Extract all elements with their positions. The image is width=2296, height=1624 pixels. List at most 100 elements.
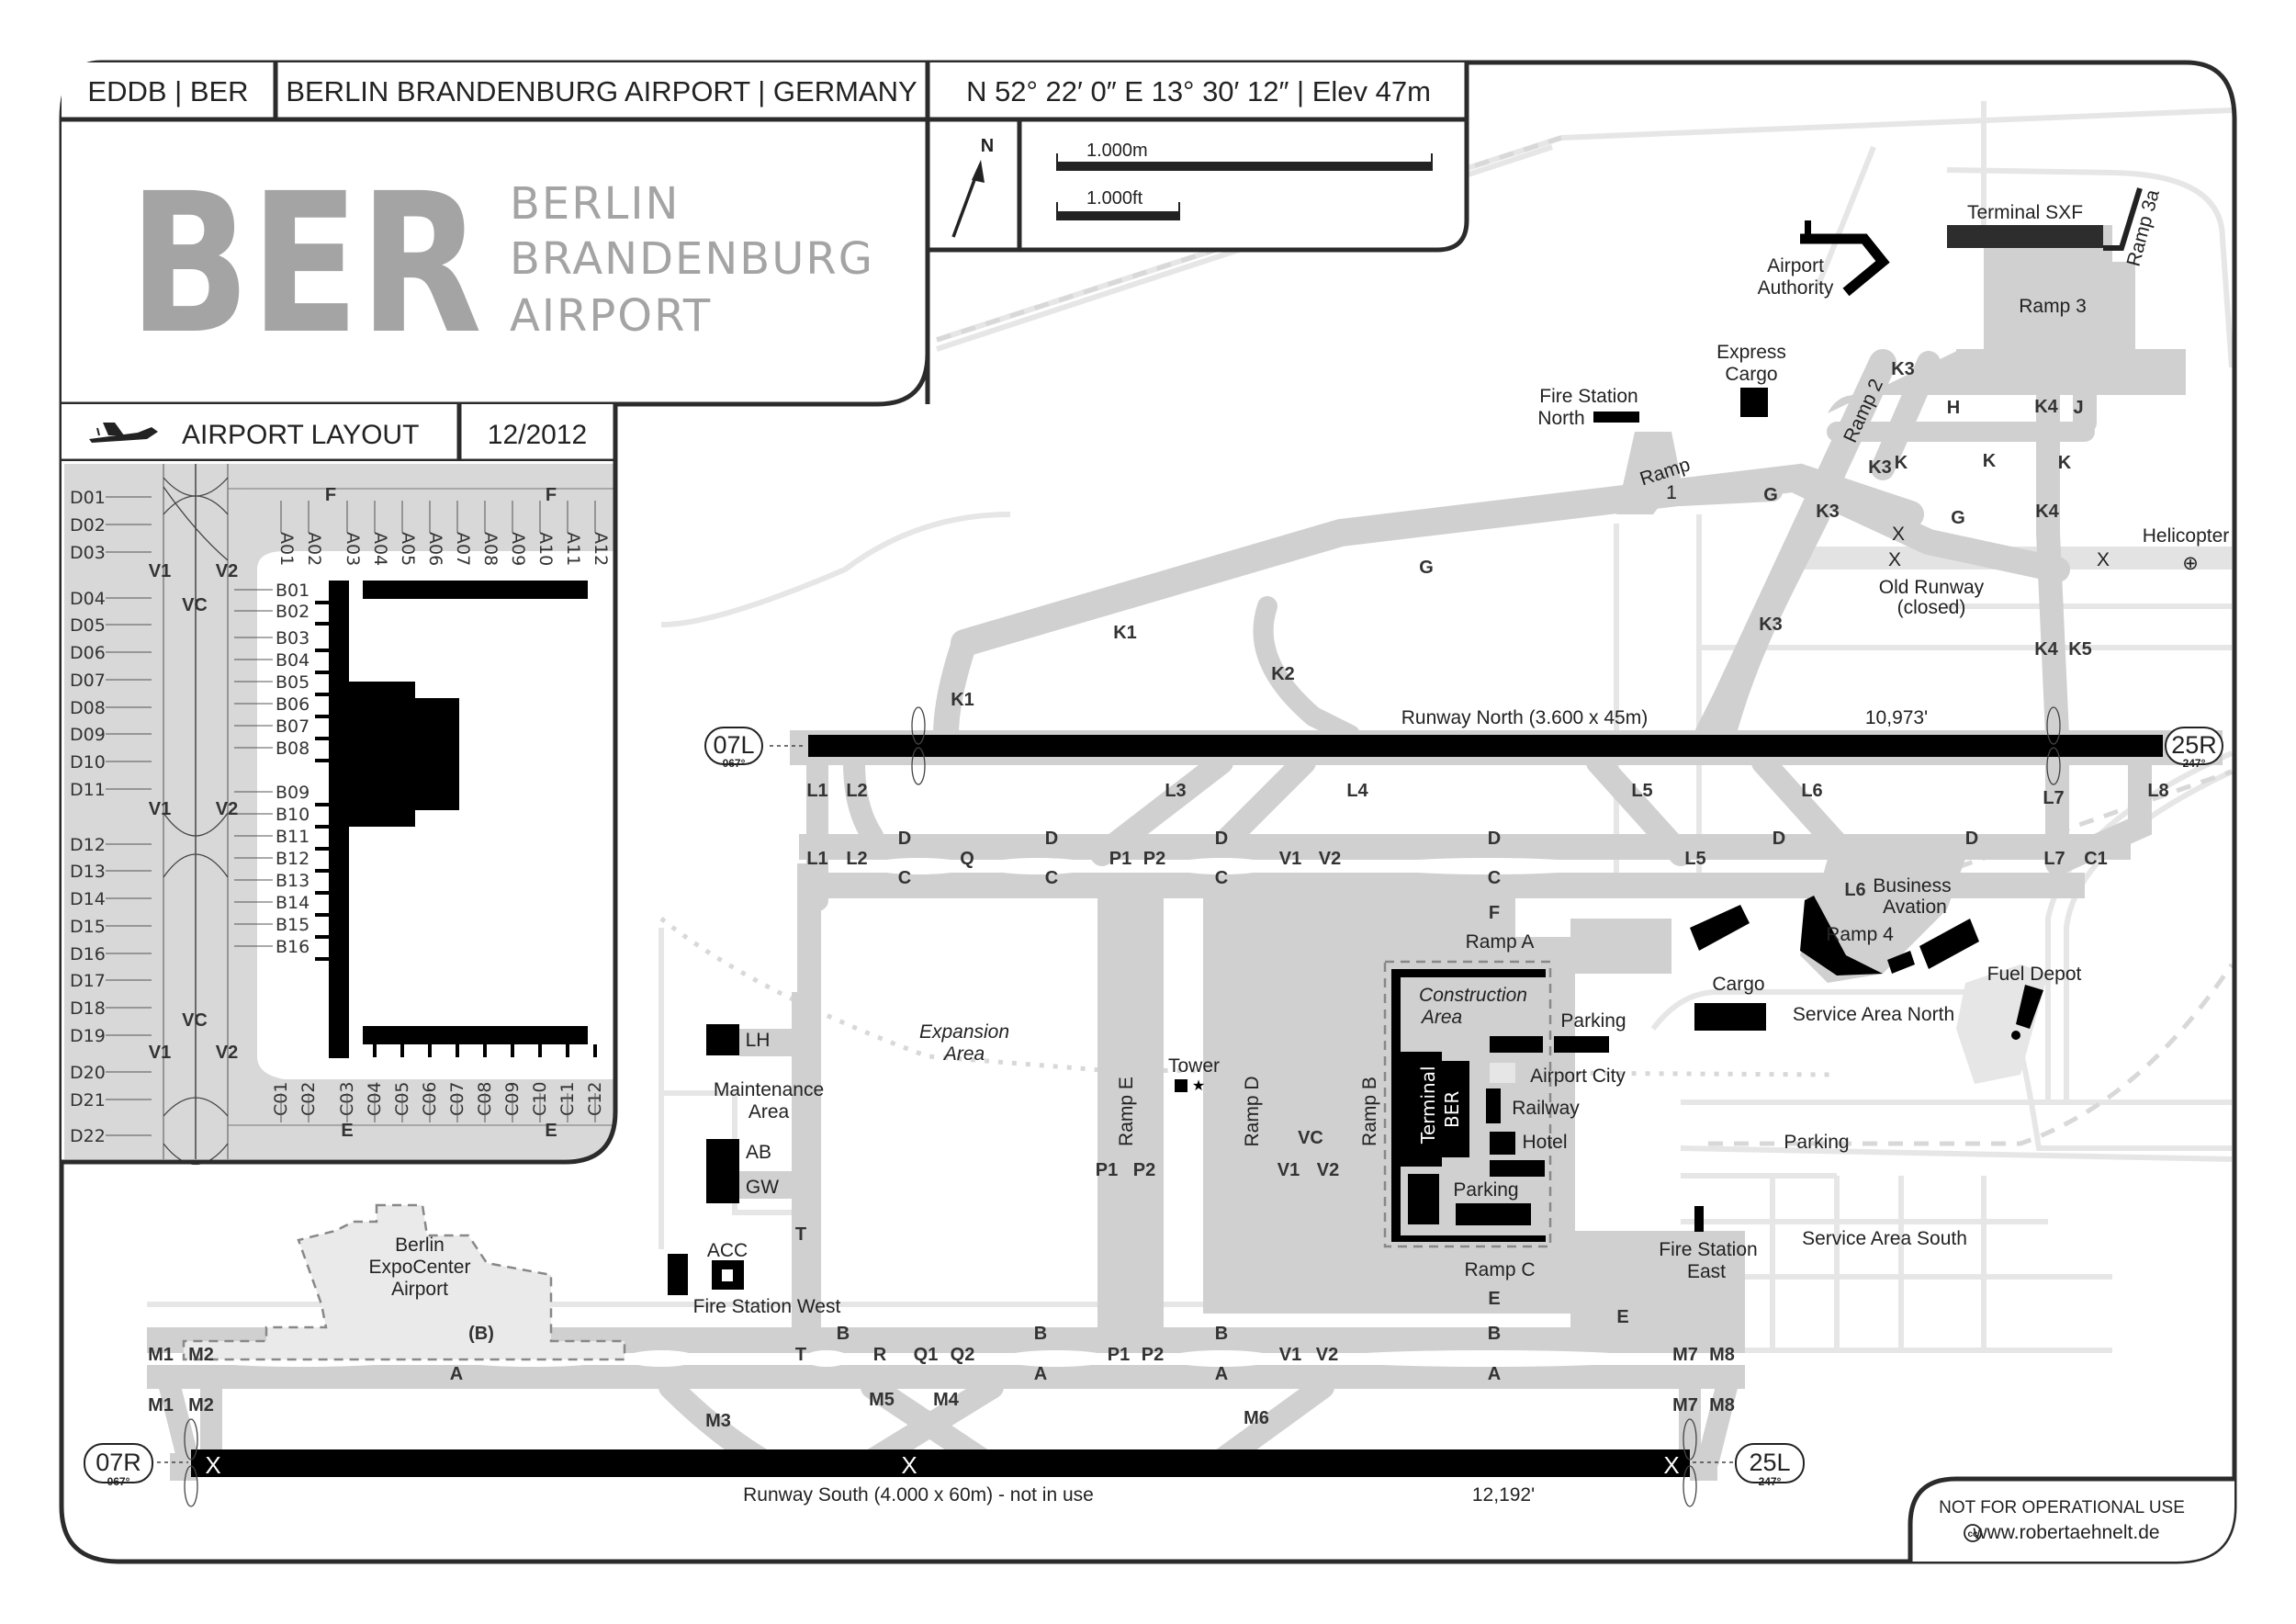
scale-imperial-label: 1.000ft: [1086, 188, 1143, 209]
stand-d13: D13: [70, 862, 106, 882]
expocenter-label-2: ExpoCenter: [369, 1257, 471, 1278]
terminal-ber-building: [1401, 1052, 1469, 1167]
stand-b16: B16: [276, 937, 310, 957]
stand-a03: A03: [343, 532, 363, 566]
taxiway-label: K1: [951, 690, 974, 710]
taxiway-label: K: [1983, 451, 1997, 471]
inset-v2-label-2: V2: [216, 799, 238, 819]
stand-a01: A01: [276, 532, 297, 566]
taxiway-label: L6: [1801, 781, 1822, 801]
taxiway-label: T: [795, 1224, 806, 1245]
taxiway-label: E: [1616, 1307, 1628, 1327]
taxiway-label: A: [450, 1364, 463, 1384]
runway-07r-marker: [84, 1443, 153, 1483]
stand-d02: D02: [70, 515, 106, 536]
taxiway-label: C: [1488, 868, 1501, 888]
taxiway-label: M7: [1672, 1345, 1698, 1365]
taxiway-label: L1: [806, 781, 827, 801]
runway-07l-id: 07L: [713, 731, 754, 759]
runway-25r-id: 25R: [2171, 731, 2217, 759]
taxiway-label: A: [1034, 1364, 1047, 1384]
runway-south-length: 12,192': [1472, 1484, 1535, 1506]
taxiway-label: VC: [1298, 1128, 1323, 1148]
lh-label: LH: [746, 1030, 771, 1051]
taxiway-label: H: [1947, 398, 1960, 418]
parking-north-label: Parking: [1560, 1010, 1626, 1032]
inset-v1-label-3: V1: [149, 1043, 171, 1063]
taxiway-label: D: [898, 829, 911, 849]
lh-hangar: [706, 1024, 739, 1055]
business-aviation-label-2: Avation: [1883, 897, 1947, 918]
maintenance-area-label: Maintenance: [714, 1079, 824, 1100]
ramp-1-number: 1: [1666, 482, 1677, 503]
taxiway-label: L6: [1844, 880, 1865, 900]
stand-a07: A07: [453, 532, 473, 566]
old-runway-status: (closed): [1897, 597, 1966, 618]
business-aviation-building: [1919, 919, 1979, 969]
taxiway-label: L2: [846, 781, 867, 801]
construction-area-label-2: Area: [1420, 1007, 1462, 1028]
stand-d09: D09: [70, 725, 106, 745]
airport-name: BERLIN BRANDENBURG AIRPORT | GERMANY: [286, 75, 917, 107]
taxiway-label: M4: [933, 1390, 960, 1410]
taxiway-label: K4: [2035, 502, 2059, 522]
inset-vc-label-2: VC: [182, 1010, 208, 1031]
stand-d16: D16: [70, 944, 106, 964]
stand-d10: D10: [70, 752, 106, 773]
airport-city-label: Airport City: [1530, 1066, 1626, 1087]
airport-authority-building: [1800, 233, 1890, 297]
stand-d22: D22: [70, 1126, 106, 1146]
stand-d08: D08: [70, 698, 106, 718]
taxiway-label: L7: [2043, 849, 2065, 869]
cargo-label: Cargo: [1712, 974, 1764, 995]
hotel-building: [1490, 1132, 1515, 1155]
old-runway-closed-mark-2: X: [1892, 524, 1905, 545]
runway-north-label: Runway North (3.600 x 45m): [1401, 707, 1648, 728]
taxiway-label: Q: [960, 849, 974, 869]
buildings: ★: [182, 187, 2143, 1361]
taxiway-label: D: [1488, 829, 1501, 849]
stand-d12: D12: [70, 835, 106, 855]
stand-b11: B11: [276, 827, 310, 847]
taxiway-label: B: [1034, 1324, 1047, 1344]
fire-station-west-building: [668, 1254, 688, 1295]
runway-07r-id: 07R: [96, 1449, 141, 1476]
scale-metric-label: 1.000m: [1086, 141, 1148, 161]
closed-mark-west: X: [205, 1451, 220, 1479]
construction-area-label: Construction: [1419, 985, 1527, 1006]
inset-e-label-1: E: [341, 1121, 353, 1141]
fire-station-west-label: Fire Station West: [693, 1296, 841, 1317]
coordinates: N 52° 22′ 0″ E 13° 30′ 12″ | Elev 47m: [966, 75, 1431, 107]
old-runway-label: Old Runway: [1879, 577, 1985, 598]
expocenter-area: [182, 1203, 626, 1361]
taxiway-label: B: [1488, 1324, 1501, 1344]
fire-station-east-label-2: East: [1687, 1261, 1726, 1282]
stand-a06: A06: [425, 532, 445, 566]
taxiway-label: L2: [846, 849, 867, 869]
inset-e-label-2: E: [545, 1121, 557, 1141]
logo-line-3: AIRPORT: [510, 290, 712, 342]
terminal-ber-label-2: BER: [1441, 1091, 1463, 1128]
stand-a08: A08: [480, 532, 501, 566]
taxiway-label: K1: [1113, 623, 1137, 643]
tower-label: Tower: [1168, 1055, 1220, 1077]
taxiway-label: M6: [1244, 1408, 1269, 1428]
expocenter-label: Berlin: [395, 1235, 445, 1256]
taxiway-label: C: [1045, 868, 1058, 888]
taxiway-label: K: [1895, 453, 1908, 473]
stand-d06: D06: [70, 643, 106, 663]
ramp-b-label: Ramp B: [1359, 1077, 1380, 1146]
fire-station-east-label: Fire Station: [1659, 1239, 1757, 1260]
taxiway-label: A: [1488, 1364, 1501, 1384]
taxiway-label: P2: [1133, 1160, 1155, 1180]
credit-link[interactable]: www.robertaehnelt.de: [1972, 1522, 2159, 1543]
parking-south-label: Parking: [1453, 1179, 1518, 1201]
ramp-c-label: Ramp C: [1464, 1259, 1535, 1280]
taxiway-label: M8: [1709, 1395, 1735, 1415]
taxiway-label: K3: [1759, 615, 1783, 635]
taxiway-label: B: [837, 1324, 850, 1344]
taxiway-label: P1: [1109, 849, 1131, 869]
tower-star-icon: ★: [1192, 1078, 1205, 1094]
